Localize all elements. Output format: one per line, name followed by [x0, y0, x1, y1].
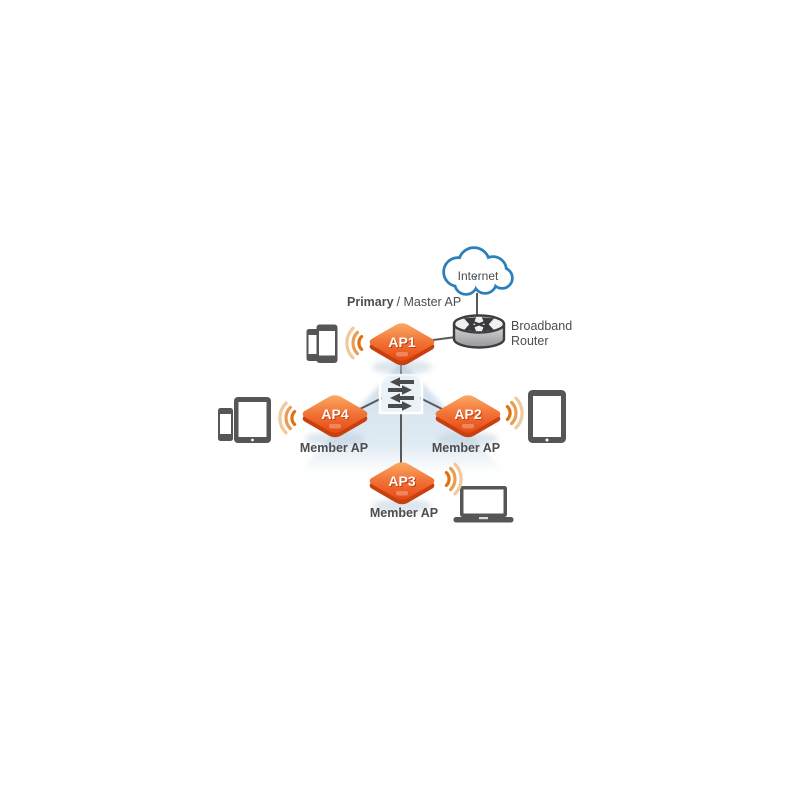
access-point-diamond-icon [369, 462, 435, 505]
internet-cloud: Internet [442, 246, 514, 296]
member-ap-caption-ap4: Member AP [300, 441, 368, 455]
ap1-label: AP1 [388, 334, 415, 350]
smartphone-icon [218, 408, 233, 441]
primary-caption-rest: / Master AP [397, 295, 462, 309]
ap1-node: AP1 AP1 [369, 323, 435, 374]
ap4-label-shadow: AP4 [322, 407, 349, 423]
ap-shadow [438, 432, 498, 446]
switch-arrows-icon [388, 377, 414, 411]
tablet-icon [528, 390, 566, 443]
ap3-node: AP3 AP3 [369, 462, 435, 513]
router-label-line2: Router [511, 334, 549, 348]
switch-box [378, 373, 424, 415]
tablet-icon [234, 397, 271, 443]
internet-label: Internet [458, 269, 499, 283]
router-label-line1: Broadband [511, 319, 572, 333]
ap4-node: AP4 AP4 [302, 395, 368, 446]
link-ap1-router [432, 336, 457, 341]
smartphone-icon [316, 324, 338, 363]
member-ap-caption-ap2: Member AP [432, 441, 500, 455]
client-phones-ap1 [306, 324, 338, 363]
wifi-waves-icon [345, 326, 364, 360]
router-cross-arrows-icon [463, 317, 495, 332]
ap3-label: AP3 [388, 473, 415, 489]
ap2-node: AP2 AP2 [435, 395, 501, 446]
ap-shadow [372, 499, 432, 513]
ap2-label-shadow: AP2 [455, 407, 482, 423]
ap-shadow [372, 360, 432, 374]
router-icon [452, 314, 506, 349]
wifi-waves-icon [278, 401, 297, 435]
access-point-diamond-icon [369, 323, 435, 366]
ap3-label-shadow: AP3 [389, 474, 416, 490]
ap1-label-shadow: AP1 [389, 335, 416, 351]
wifi-waves-icon [505, 396, 524, 430]
ap-shadow [305, 432, 365, 446]
primary-caption-bold: Primary [347, 295, 394, 309]
access-point-diamond-icon [302, 395, 368, 438]
primary-master-caption: Primary/ Master AP [347, 295, 461, 309]
ap4-label: AP4 [321, 406, 348, 422]
client-devices-ap4 [218, 397, 271, 443]
laptop-icon [453, 486, 514, 523]
link-lines [353, 293, 478, 463]
access-point-diamond-icon [435, 395, 501, 438]
ap2-label: AP2 [454, 406, 481, 422]
member-ap-caption-ap3: Member AP [370, 506, 438, 520]
broadband-router: Broadband Router [452, 314, 572, 349]
cloud-icon [442, 246, 514, 296]
